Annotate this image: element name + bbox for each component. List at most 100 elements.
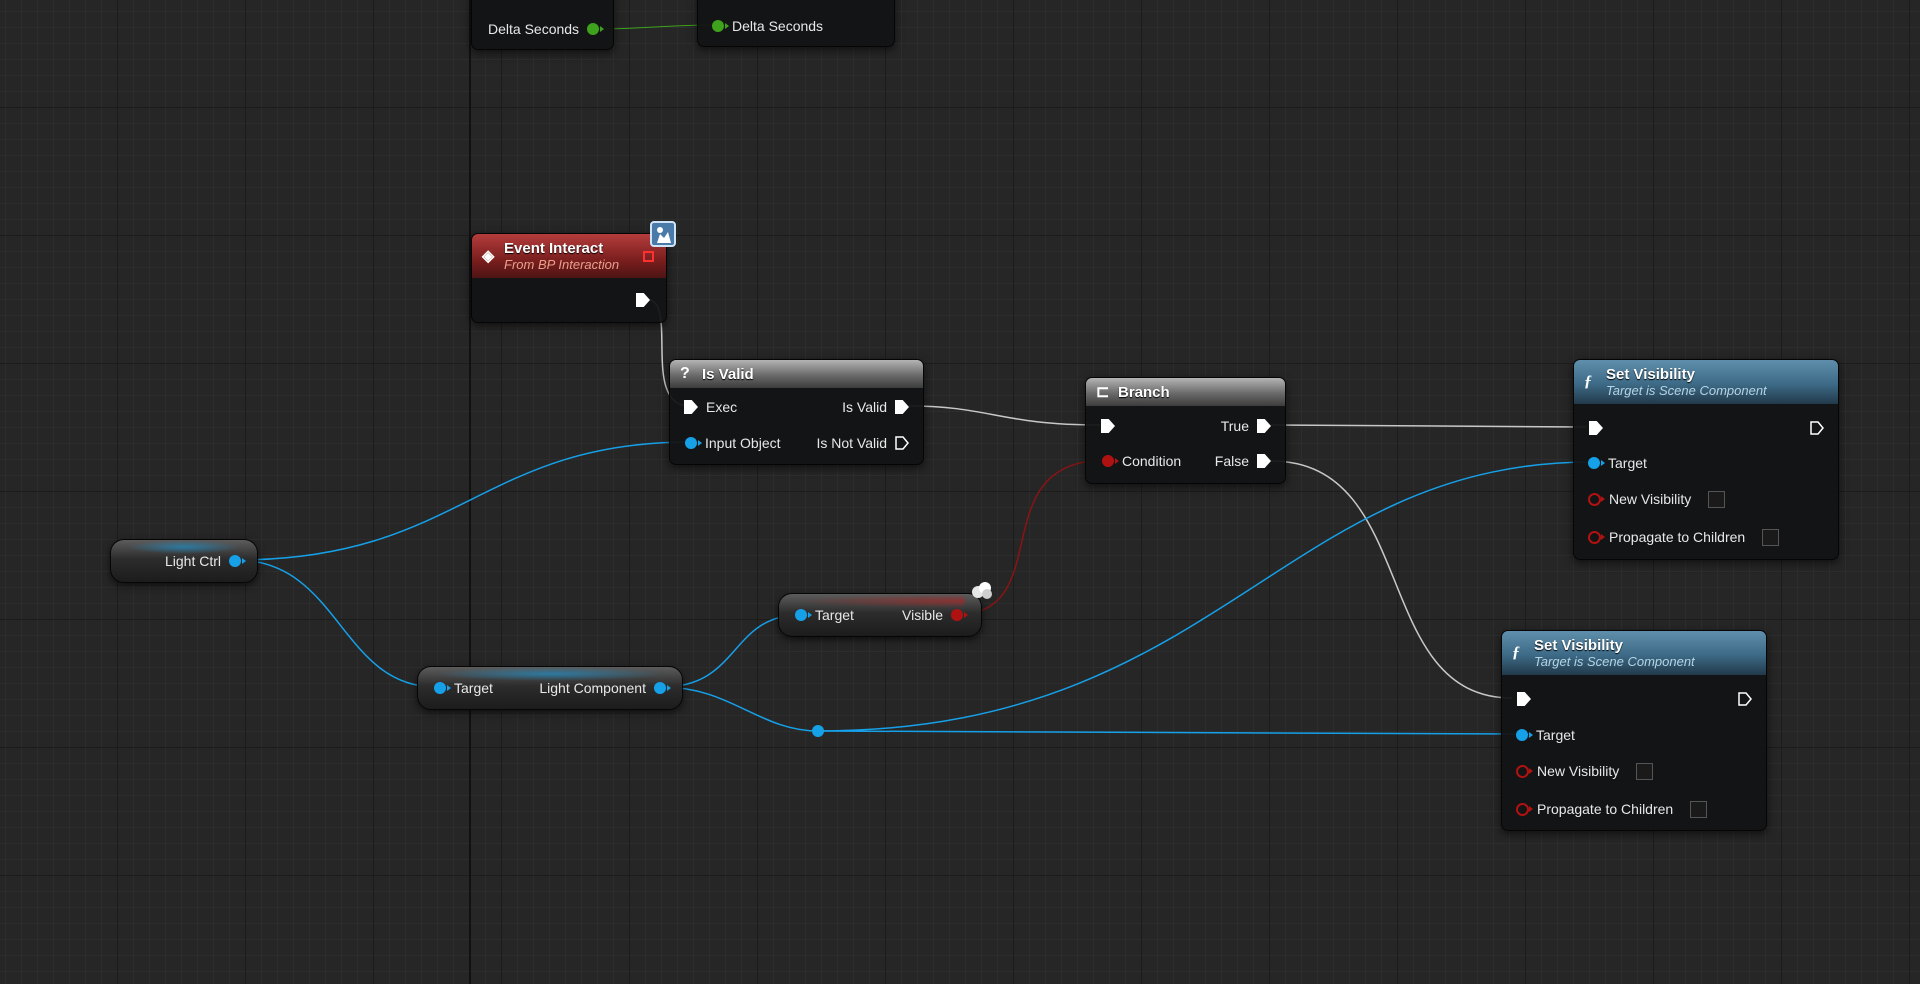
delta-seconds-pin[interactable]: [587, 23, 605, 35]
set-visibility-1-new-visibility[interactable]: New Visibility: [1588, 489, 1726, 509]
set-visibility-2-new-visibility[interactable]: New Visibility: [1516, 761, 1654, 781]
get-light-component-node[interactable]: Target Light Component: [417, 666, 683, 710]
new-visibility-label: New Visibility: [1609, 491, 1692, 507]
object-pin-icon: [1516, 729, 1533, 741]
event-interact-subtitle: From BP Interaction: [504, 257, 620, 272]
wire-false-to-set2: [1270, 460, 1513, 699]
set-visibility-1-exec-out[interactable]: [1810, 418, 1824, 438]
input-object-pin[interactable]: Input Object: [685, 433, 789, 453]
exec-in-pin-icon: [684, 400, 698, 414]
visible-label: Visible: [902, 607, 943, 623]
set-visibility-node-1[interactable]: ƒ Set Visibility Target is Scene Compone…: [1573, 359, 1839, 560]
set-visibility-1-header[interactable]: ƒ Set Visibility Target is Scene Compone…: [1574, 360, 1838, 404]
target-input-pin[interactable]: [434, 682, 451, 694]
top-left-partial-node[interactable]: Delta Seconds: [471, 0, 614, 50]
exec-label: Exec: [706, 399, 738, 415]
input-object-label: Input Object: [705, 435, 781, 451]
set-visibility-node-2[interactable]: ƒ Set Visibility Target is Scene Compone…: [1501, 630, 1767, 831]
propagate-label: Propagate to Children: [1609, 529, 1746, 545]
branch-true-out[interactable]: True: [1213, 416, 1271, 436]
is-valid-header[interactable]: ? Is Valid: [670, 360, 923, 388]
get-visible-node[interactable]: Target Visible: [778, 582, 992, 637]
exec-out-pin-icon: [895, 400, 909, 414]
exec-out-hollow-icon: [895, 436, 909, 450]
new-visibility-checkbox[interactable]: [1708, 490, 1726, 508]
exec-out-hollow-icon: [1810, 421, 1824, 435]
set-visibility-2-exec-out[interactable]: [1738, 689, 1752, 709]
propagate-label: Propagate to Children: [1537, 801, 1674, 817]
light-component-output-pin[interactable]: [654, 682, 671, 694]
set-visibility-2-header[interactable]: ƒ Set Visibility Target is Scene Compone…: [1502, 631, 1766, 675]
new-visibility-checkbox[interactable]: [1636, 762, 1654, 780]
graph-origin-line: [469, 0, 471, 984]
is-not-valid-label: Is Not Valid: [816, 435, 887, 451]
set-visibility-2-exec-in[interactable]: [1517, 689, 1531, 709]
branch-false-out[interactable]: False: [1207, 451, 1271, 471]
reroute-knot[interactable]: [812, 725, 824, 737]
top-right-partial-node[interactable]: Delta Seconds: [697, 0, 895, 47]
bool-pin-empty-icon: [1588, 530, 1605, 544]
delta-seconds-input-label: Delta Seconds: [732, 18, 824, 34]
function-icon: ƒ: [1584, 373, 1592, 390]
target-input-pin[interactable]: [795, 609, 812, 621]
light-component-label: Light Component: [539, 680, 646, 696]
bool-pin-icon: [1102, 455, 1119, 467]
event-interact-node[interactable]: ◈ Event Interact From BP Interaction: [471, 221, 676, 323]
wire-comp-to-knot: [662, 686, 819, 732]
event-interact-exec-out[interactable]: [636, 293, 650, 312]
is-valid-exec-in[interactable]: Exec: [684, 397, 745, 417]
event-interact-title: Event Interact: [504, 240, 604, 257]
set-visibility-2-propagate[interactable]: Propagate to Children: [1516, 799, 1708, 819]
branch-title: Branch: [1118, 383, 1170, 401]
false-label: False: [1214, 453, 1249, 469]
diamond-event-icon: ◈: [482, 248, 495, 265]
visible-target-label: Target: [815, 607, 854, 623]
event-interact-header[interactable]: ◈ Event Interact From BP Interaction: [472, 234, 666, 278]
interface-badge-icon: [648, 219, 678, 249]
exec-out-hollow-icon: [1738, 692, 1752, 706]
question-mark-icon: ?: [680, 365, 690, 382]
set-visibility-2-subtitle: Target is Scene Component: [1534, 654, 1695, 669]
wire-knot-to-set2: [817, 730, 1519, 735]
is-not-valid-output[interactable]: Is Not Valid: [808, 433, 909, 453]
set-visibility-2-target[interactable]: Target: [1516, 725, 1583, 745]
condition-label: Condition: [1122, 453, 1182, 469]
light-ctrl-node[interactable]: Light Ctrl: [110, 539, 258, 583]
target-label: Target: [1536, 727, 1575, 743]
delta-seconds-input-pin[interactable]: [712, 20, 729, 32]
exec-out-pin-icon: [1257, 454, 1271, 468]
is-valid-output-label: Is Valid: [842, 399, 887, 415]
object-pin-icon: [1588, 457, 1605, 469]
target-label: Target: [454, 680, 493, 696]
pure-function-bubble-icon: [969, 580, 995, 602]
set-visibility-1-target[interactable]: Target: [1588, 453, 1655, 473]
branch-node[interactable]: ⊏ Branch True Condition False: [1085, 377, 1286, 484]
set-visibility-2-title: Set Visibility: [1534, 637, 1623, 654]
wire-isvalid-to-branch: [908, 405, 1101, 426]
is-valid-title: Is Valid: [702, 365, 754, 383]
new-visibility-label: New Visibility: [1537, 763, 1620, 779]
propagate-checkbox[interactable]: [1762, 528, 1780, 546]
condition-pin[interactable]: Condition: [1102, 451, 1189, 471]
exec-out-pin-icon: [636, 293, 650, 307]
light-ctrl-output-pin[interactable]: [229, 555, 246, 567]
branch-header[interactable]: ⊏ Branch: [1086, 378, 1285, 406]
function-icon: ƒ: [1512, 644, 1520, 661]
exec-in-pin-icon: [1101, 419, 1115, 433]
is-valid-output[interactable]: Is Valid: [834, 397, 909, 417]
set-visibility-1-propagate[interactable]: Propagate to Children: [1588, 527, 1780, 547]
bool-pin-empty-icon: [1516, 764, 1533, 778]
wire-true-to-set1: [1270, 424, 1587, 428]
object-pin-icon: [685, 437, 702, 449]
is-valid-node[interactable]: ? Is Valid Exec Is Valid Input Object Is…: [669, 359, 924, 465]
bool-pin-empty-icon: [1588, 492, 1605, 506]
visible-output-pin[interactable]: [951, 609, 968, 621]
delta-seconds-label: Delta Seconds: [488, 21, 580, 37]
wire-lightctrl-to-isvalid: [235, 441, 691, 561]
propagate-checkbox[interactable]: [1690, 800, 1708, 818]
exec-in-pin-icon: [1517, 692, 1531, 706]
set-visibility-1-exec-in[interactable]: [1589, 418, 1603, 438]
delegate-pin-icon[interactable]: [643, 251, 654, 262]
branch-exec-in[interactable]: [1101, 416, 1115, 436]
exec-in-pin-icon: [1589, 421, 1603, 435]
